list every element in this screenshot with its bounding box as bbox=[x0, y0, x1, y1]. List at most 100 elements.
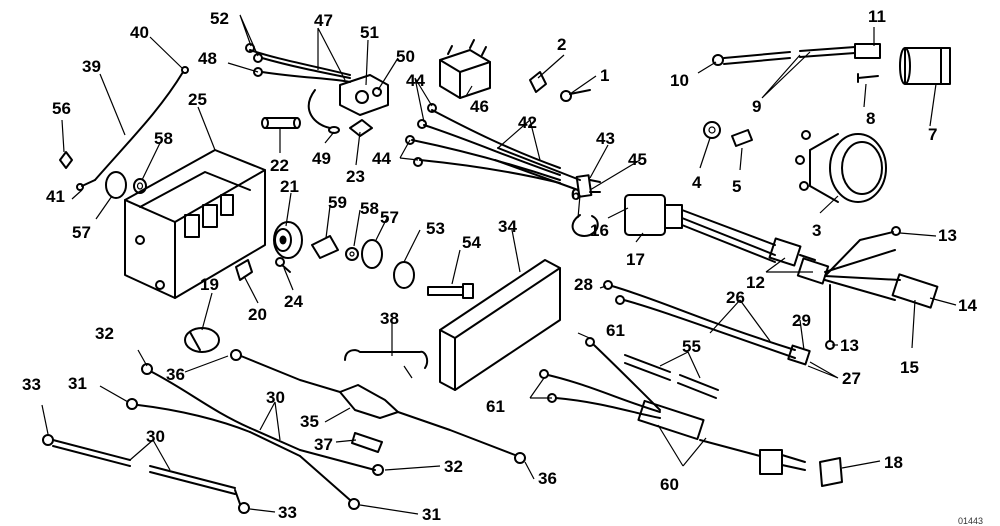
callout-57a: 57 bbox=[72, 223, 91, 242]
clip-6 bbox=[571, 214, 599, 237]
callout-47: 47 bbox=[314, 11, 333, 30]
callout-13b: 13 bbox=[840, 336, 859, 355]
leader-lines bbox=[41, 14, 957, 515]
callout-40: 40 bbox=[130, 23, 149, 42]
harness-26 bbox=[603, 280, 811, 366]
washer-53 bbox=[393, 261, 415, 289]
callout-58b: 58 bbox=[360, 199, 379, 218]
callout-9: 9 bbox=[752, 97, 761, 116]
callout-32b: 32 bbox=[444, 457, 463, 476]
callout-8: 8 bbox=[866, 109, 875, 128]
nut-58-left bbox=[133, 178, 147, 194]
connector-7 bbox=[899, 47, 951, 85]
callout-18: 18 bbox=[884, 453, 903, 472]
callout-20: 20 bbox=[248, 305, 267, 324]
callout-35: 35 bbox=[300, 412, 319, 431]
callout-39: 39 bbox=[82, 57, 101, 76]
callout-58a: 58 bbox=[154, 129, 173, 148]
callout-34: 34 bbox=[498, 217, 517, 236]
callout-59: 59 bbox=[328, 193, 347, 212]
callout-30a: 30 bbox=[266, 388, 285, 407]
bulb-5 bbox=[731, 129, 753, 147]
callout-42: 42 bbox=[518, 113, 537, 132]
bolt-54 bbox=[427, 283, 474, 299]
callout-14: 14 bbox=[958, 296, 977, 315]
callout-54: 54 bbox=[462, 233, 481, 252]
nut-58-center bbox=[345, 247, 359, 261]
callout-12: 12 bbox=[746, 273, 765, 292]
wire-39 bbox=[76, 66, 189, 191]
callout-6: 6 bbox=[571, 185, 580, 204]
callout-48: 48 bbox=[198, 49, 217, 68]
callout-5: 5 bbox=[732, 177, 741, 196]
callout-33a: 33 bbox=[22, 375, 41, 394]
callout-61b: 61 bbox=[486, 397, 505, 416]
callout-44b: 44 bbox=[372, 149, 391, 168]
terminal-2 bbox=[529, 71, 547, 93]
tube-22 bbox=[261, 117, 301, 129]
callout-31b: 31 bbox=[422, 505, 441, 524]
screw-24 bbox=[275, 257, 291, 273]
clamp-19 bbox=[184, 327, 220, 353]
callout-31a: 31 bbox=[68, 374, 87, 393]
callout-19: 19 bbox=[200, 275, 219, 294]
callout-16: 16 bbox=[590, 221, 609, 240]
callout-41: 41 bbox=[46, 187, 65, 206]
washer-57-center bbox=[361, 239, 383, 269]
callout-56: 56 bbox=[52, 99, 71, 118]
callout-2: 2 bbox=[557, 35, 566, 54]
callout-37: 37 bbox=[314, 435, 333, 454]
harness-12 bbox=[681, 209, 901, 350]
callout-labels: 1 2 3 4 5 6 7 8 9 10 11 12 13 13 14 15 1… bbox=[22, 7, 983, 526]
callout-29: 29 bbox=[792, 311, 811, 330]
callout-46: 46 bbox=[470, 97, 489, 116]
cable-9 bbox=[712, 43, 881, 66]
pin-8 bbox=[857, 73, 879, 83]
plug-17 bbox=[624, 194, 683, 236]
callout-55: 55 bbox=[682, 337, 701, 356]
callout-60: 60 bbox=[660, 475, 679, 494]
cable-33 bbox=[42, 434, 250, 514]
callout-25: 25 bbox=[188, 90, 207, 109]
fuse-holder-23 bbox=[349, 119, 373, 137]
clip-20 bbox=[235, 259, 253, 281]
lead-49 bbox=[307, 89, 340, 134]
callout-3: 3 bbox=[812, 221, 821, 240]
callout-51: 51 bbox=[360, 23, 379, 42]
callout-52: 52 bbox=[210, 9, 229, 28]
callout-32a: 32 bbox=[95, 324, 114, 343]
corner-mark: 01443 bbox=[958, 516, 983, 526]
terminal-56 bbox=[59, 151, 73, 169]
gauge-3 bbox=[795, 130, 887, 203]
washer-57-left bbox=[105, 171, 127, 199]
callout-45: 45 bbox=[628, 150, 647, 169]
cover-34 bbox=[439, 259, 561, 391]
connector-14 bbox=[891, 273, 939, 309]
harness-60 bbox=[539, 337, 806, 475]
socket-4 bbox=[703, 121, 721, 139]
callout-17: 17 bbox=[626, 250, 645, 269]
screw-1 bbox=[560, 89, 591, 102]
callout-61a: 61 bbox=[606, 321, 625, 340]
callout-53: 53 bbox=[426, 219, 445, 238]
callout-22: 22 bbox=[270, 156, 289, 175]
callout-26: 26 bbox=[726, 288, 745, 307]
callout-28: 28 bbox=[574, 275, 593, 294]
callout-13a: 13 bbox=[938, 226, 957, 245]
callout-57b: 57 bbox=[380, 208, 399, 227]
callout-27: 27 bbox=[842, 369, 861, 388]
callout-38: 38 bbox=[380, 309, 399, 328]
cable-36-35 bbox=[230, 349, 526, 464]
terminal-box-25 bbox=[124, 149, 266, 299]
callout-1: 1 bbox=[600, 66, 609, 85]
cable-32-31 bbox=[126, 363, 384, 510]
callout-36a: 36 bbox=[166, 365, 185, 384]
callout-43: 43 bbox=[596, 129, 615, 148]
callout-15: 15 bbox=[900, 358, 919, 377]
callout-50: 50 bbox=[396, 47, 415, 66]
grommet-21 bbox=[273, 221, 303, 259]
callout-30b: 30 bbox=[146, 427, 165, 446]
bracket-38 bbox=[344, 349, 429, 369]
callout-44a: 44 bbox=[406, 71, 425, 90]
callout-49: 49 bbox=[312, 149, 331, 168]
